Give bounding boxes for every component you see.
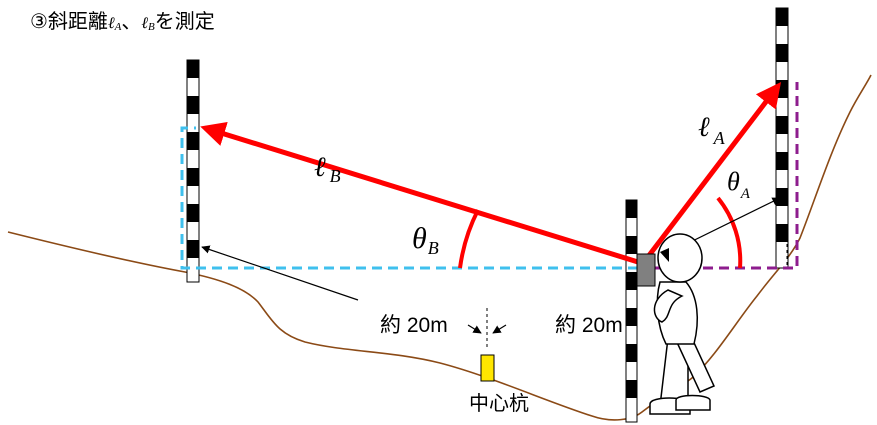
surveyor-eye (660, 248, 669, 262)
label-ell-b-symbol: ℓ (314, 152, 326, 183)
slope-distance-line-b (200, 121, 639, 265)
title-sub-a: A (114, 21, 122, 33)
center-stake (480, 354, 495, 382)
ground-line (7, 74, 872, 421)
angle-arc-b (458, 209, 480, 269)
label-theta-a-symbol: θ (727, 167, 740, 196)
label-theta-b-symbol: θ (412, 222, 427, 255)
right-horizontal-reference (655, 82, 799, 270)
center-stake-label: 中心杭 (469, 392, 529, 415)
left-horizontal-reference (180, 126, 638, 270)
title-separator: 、 (121, 11, 141, 33)
title-ell-a: ℓ (108, 15, 115, 32)
label-theta-b-sub: B (428, 238, 439, 258)
title-suffix: を測定 (155, 10, 215, 33)
angle-arc-a (716, 196, 743, 269)
label-ell-a-sub: A (713, 128, 726, 148)
title-sub-b: B (148, 21, 155, 33)
title-ell-b: ℓ (141, 15, 148, 32)
center-survey-pole (625, 199, 638, 423)
slope-distance-line-a (642, 82, 782, 264)
center-stake-arrow-right (492, 324, 507, 334)
label-theta-a: θA (727, 167, 751, 202)
left-survey-pole (186, 59, 200, 283)
label-theta-a-sub: A (740, 186, 751, 202)
surveyor-figure (649, 233, 716, 415)
label-ell-a-symbol: ℓ (698, 112, 710, 143)
label-theta-b: θB (412, 222, 439, 258)
title-prefix: ③斜距離 (30, 10, 108, 33)
label-ell-b-sub: B (330, 166, 341, 186)
distance-label-right: 約 20m (555, 314, 623, 337)
distance-label-left: 約 20m (380, 314, 448, 337)
instrument-box (636, 253, 656, 287)
page-title: ③斜距離ℓA、ℓBを測定 (30, 10, 215, 33)
sight-arrow-left (201, 245, 359, 301)
right-survey-pole (775, 7, 789, 269)
center-stake-arrow-left (467, 324, 482, 334)
